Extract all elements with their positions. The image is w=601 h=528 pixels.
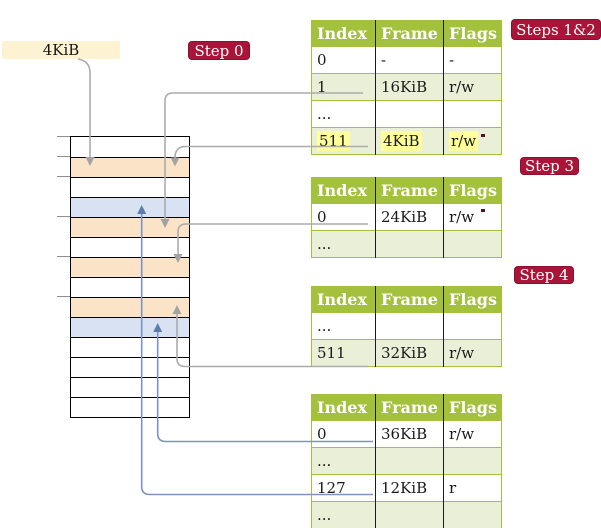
page-table-step-4-lower-row1-cell2 [443,447,502,475]
memory-frame-row-36KiB [71,317,189,337]
page-table-step-4-lower-row0-cell0: 0 [311,420,376,448]
memory-frame-row-20KiB [71,237,189,257]
page-table-steps-1-2-row1-cell0: 1 [311,73,376,101]
step-0-badge: Step 0 [188,41,250,60]
memory-frame-row-40KiB [71,337,189,357]
page-table-step-4-lower-row0-cell2: r/w [443,420,502,448]
page-table-step-3-row1-cell2 [443,230,502,258]
page-table-step-4-lower-header-frame: Frame [375,394,444,421]
page-table-step-3-header-index: Index [311,177,376,204]
memory-tick [57,215,70,217]
page-table-step-4-upper-row0-cell2 [443,312,502,340]
page-table-step-3-header-flags: Flags [443,177,502,204]
page-table-steps-1-2-row2-cell2 [443,100,502,128]
page-table-steps-1-2-row0-cell0: 0 [311,46,376,74]
highlighted-value: 4KiB [381,131,422,151]
step-3-label: Step 3 [524,157,575,175]
page-table-step-4-upper-row1-cell1: 32KiB [375,339,444,367]
step-4-badge: Step 4 [514,266,574,284]
memory-tick [57,155,70,157]
memory-tick [57,175,70,177]
step-0-label: Step 0 [194,41,244,60]
page-table-step-3-row0-cell2: r/w [443,203,502,231]
memory-stack [70,136,190,418]
page-table-step-4-lower-row1-cell0: ... [311,447,376,475]
highlighted-value: 511 [317,131,350,151]
page-table-steps-1-2-header-index: Index [311,20,376,47]
memory-frame-row-44KiB [71,357,189,377]
step-3-badge: Step 3 [520,157,579,175]
page-table-step-4-upper-row1-cell0: 511 [311,339,376,367]
page-table-step-4-upper-row1-cell2: r/w [443,339,502,367]
red-dash-2 [481,209,485,212]
memory-tick [57,135,70,137]
step-4-label: Step 4 [519,266,569,284]
page-table-steps-1-2-row1-cell1: 16KiB [375,73,444,101]
page-table-step-4-upper-header-frame: Frame [375,286,444,313]
memory-frame-row-52KiB [71,397,189,417]
steps-1-2-label: Steps 1&2 [516,20,596,39]
memory-frame-row-32KiB [71,297,189,317]
page-table-step-4-lower-row2-cell1: 12KiB [375,474,444,502]
memory-frame-row-0KiB [71,137,189,157]
page-table-steps-1-2-row3-cell2: r/w [443,127,502,155]
red-dash-1 [481,134,485,137]
page-table-step-4-upper-header-index: Index [311,286,376,313]
page-table-step-4-lower-row3-cell2 [443,501,502,528]
page-size-box: 4KiB [2,41,120,59]
memory-frame-row-16KiB [71,217,189,237]
page-table-step-4-upper-header-flags: Flags [443,286,502,313]
page-table-step-4-lower-row0-cell1: 36KiB [375,420,444,448]
page-table-step-4-lower-row3-cell0: ... [311,501,376,528]
memory-frame-row-8KiB [71,177,189,197]
page-table-steps-1-2-header-flags: Flags [443,20,502,47]
page-table-steps-1-2-row3-cell1: 4KiB [375,127,444,155]
page-table-step-3-row1-cell0: ... [311,230,376,258]
page-table-steps-1-2-row0-cell1: - [375,46,444,74]
page-table-steps-1-2-row2-cell0: ... [311,100,376,128]
memory-frame-row-4KiB [71,157,189,177]
memory-tick [57,255,70,257]
page-table-step-3-row0-cell1: 24KiB [375,203,444,231]
memory-frame-row-28KiB [71,277,189,297]
page-table-steps-1-2-row3-cell0: 511 [311,127,376,155]
page-table-step-4-lower-row2-cell0: 127 [311,474,376,502]
page-table-step-3-row0-cell0: 0 [311,203,376,231]
page-table-step-4-lower-header-flags: Flags [443,394,502,421]
steps-1-2-badge: Steps 1&2 [511,19,601,40]
page-table-step-3-header-frame: Frame [375,177,444,204]
page-table-step-4-upper-row0-cell0: ... [311,312,376,340]
memory-tick [57,295,70,297]
page-table-step-4-lower-row1-cell1 [375,447,444,475]
page-table-step-3-row1-cell1 [375,230,444,258]
highlighted-value: r/w [449,131,479,151]
memory-frame-row-48KiB [71,377,189,397]
page-table-steps-1-2-header-frame: Frame [375,20,444,47]
page-table-step-4-lower-row2-cell2: r [443,474,502,502]
page-table-steps-1-2-row1-cell2: r/w [443,73,502,101]
page-table-steps-1-2-row0-cell2: - [443,46,502,74]
memory-frame-row-12KiB [71,197,189,217]
page-size-label: 4KiB [42,41,80,59]
page-table-step-4-upper-row0-cell1 [375,312,444,340]
page-table-steps-1-2-row2-cell1 [375,100,444,128]
page-table-step-4-lower-row3-cell1 [375,501,444,528]
page-table-step-4-lower-header-index: Index [311,394,376,421]
memory-frame-row-24KiB [71,257,189,277]
